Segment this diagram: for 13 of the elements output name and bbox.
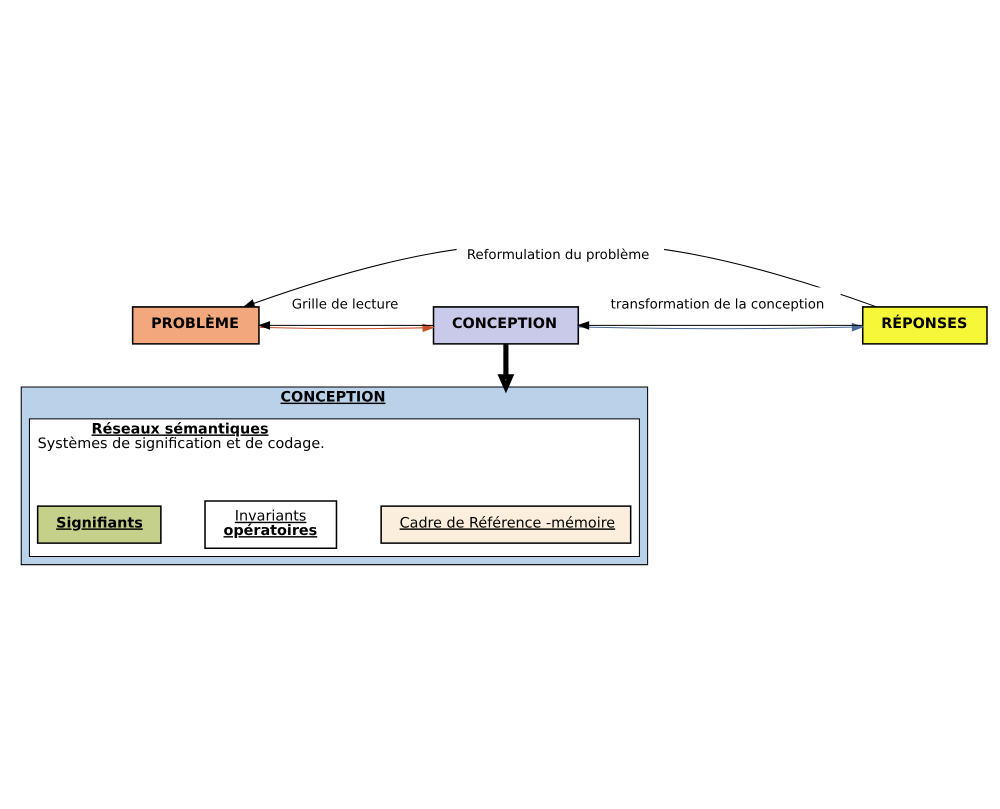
node-box: Invariants opératoires — [204, 500, 338, 549]
node-box: PROBLÈME — [132, 306, 260, 344]
node-box: CONCEPTION — [432, 306, 580, 344]
edge-label: transformation de la conception — [610, 296, 824, 312]
arrow — [576, 320, 862, 330]
node-box: Cadre de Référence -mémoire — [380, 504, 632, 544]
edge-label: Grille de lecture — [292, 296, 398, 312]
node-box: RÉPONSES — [862, 306, 988, 344]
arrow — [259, 323, 435, 332]
edge-label: Reformulation du problème — [466, 248, 650, 263]
node-box: Signifiants — [36, 504, 162, 544]
arrow — [498, 343, 514, 393]
arrow — [258, 320, 434, 330]
